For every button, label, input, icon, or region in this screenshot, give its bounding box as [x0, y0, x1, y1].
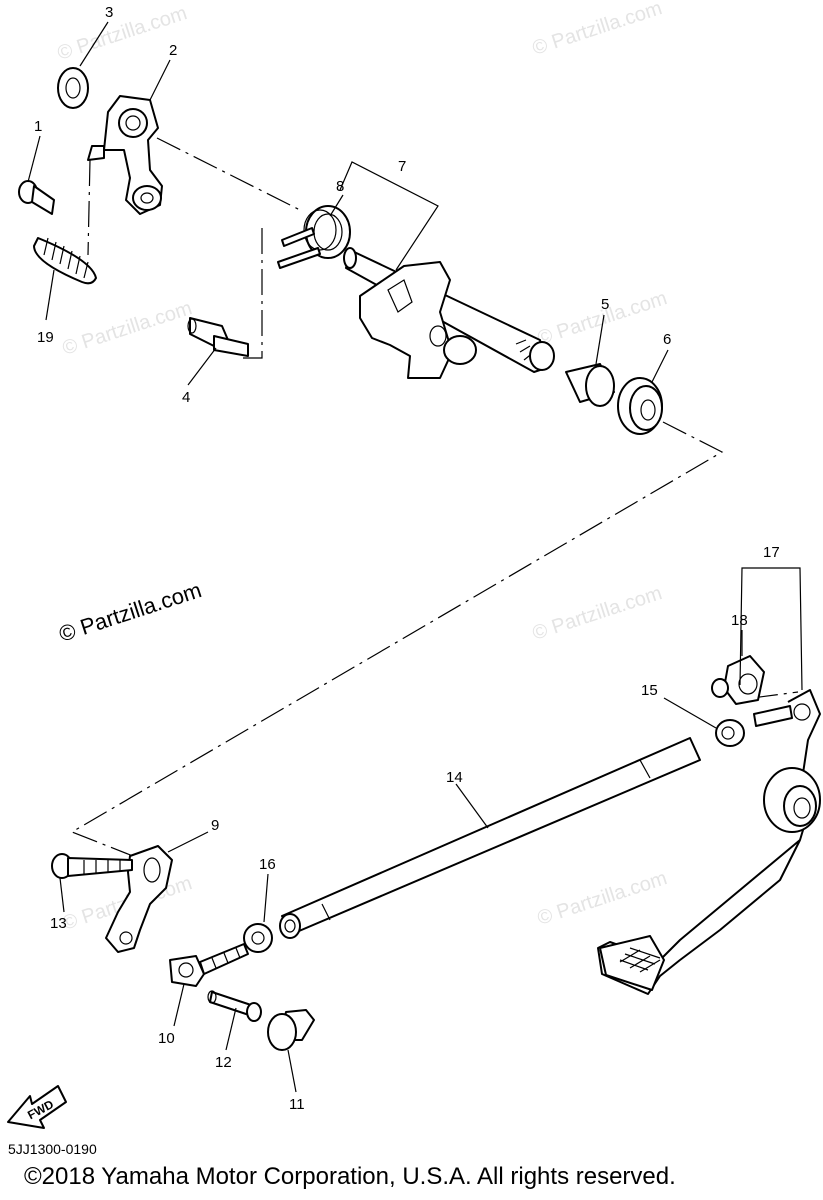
watermark-main: © Partzilla.com [56, 577, 205, 647]
part-12-bolt [207, 990, 262, 1022]
callout-15: 15 [641, 682, 658, 699]
part-1-collar [18, 180, 55, 215]
fwd-arrow-icon: FWD [7, 1085, 67, 1129]
callout-2: 2 [169, 42, 177, 59]
callout-6: 6 [663, 331, 671, 348]
callout-18: 18 [731, 612, 748, 629]
copyright-notice: ©2018 Yamaha Motor Corporation, U.S.A. A… [24, 1163, 676, 1190]
part-18-joint [711, 655, 765, 705]
watermark: © Partzilla.com [530, 582, 665, 645]
leader-lines [27, 21, 803, 1093]
part-9-shift-arm [105, 845, 173, 953]
callouts: 1 2 3 4 5 6 7 8 9 10 11 12 13 14 15 16 1… [34, 4, 780, 1113]
part-10-joint [169, 943, 249, 987]
callout-5: 5 [601, 296, 609, 313]
diagram-code: 5JJ1300-0190 [8, 1141, 97, 1157]
watermark: © Partzilla.com [60, 297, 195, 360]
callout-14: 14 [446, 769, 463, 786]
part-15-nut [715, 719, 745, 747]
callout-4: 4 [182, 389, 190, 406]
part-19-spring [33, 237, 97, 285]
callout-11: 11 [289, 1096, 305, 1113]
part-14-shift-rod [279, 737, 701, 939]
part-5-bushing [565, 363, 615, 407]
callout-8: 8 [336, 178, 344, 195]
part-13-bolt [51, 853, 133, 879]
part-17-shift-pedal [597, 689, 821, 995]
part-6-oil-seal [617, 377, 663, 435]
part-16-nut [243, 923, 273, 953]
part-11-cap [267, 1009, 315, 1051]
callout-9: 9 [211, 817, 219, 834]
part-4-bolt [187, 317, 249, 357]
assembly-lines [70, 137, 799, 859]
part-7-shift-shaft [343, 247, 555, 379]
watermark: © Partzilla.com [530, 0, 665, 60]
part-3-washer [57, 67, 89, 109]
callout-10: 10 [158, 1030, 175, 1047]
watermark: © Partzilla.com [535, 867, 670, 930]
callout-3: 3 [105, 4, 113, 21]
callout-17: 17 [763, 544, 780, 561]
callout-16: 16 [259, 856, 276, 873]
part-8-spring [277, 205, 351, 269]
callout-13: 13 [50, 915, 67, 932]
callout-19: 19 [37, 329, 54, 346]
callout-1: 1 [34, 118, 42, 135]
callout-12: 12 [215, 1054, 232, 1071]
callout-7: 7 [398, 158, 406, 175]
part-2-stopper-lever [87, 95, 163, 215]
